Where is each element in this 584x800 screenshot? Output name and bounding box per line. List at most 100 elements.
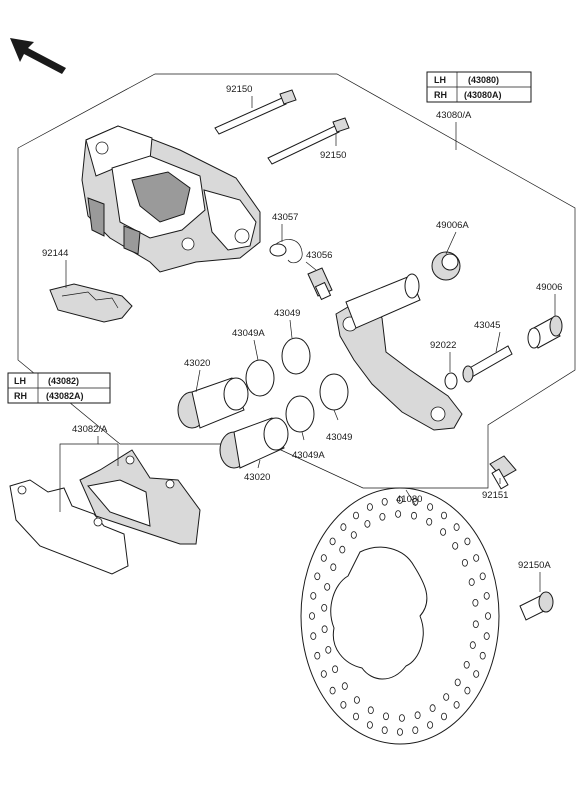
disc-vent-hole: [479, 651, 486, 660]
disc-vent-hole: [330, 563, 337, 571]
disc-vent-hole: [310, 592, 317, 600]
disc-vent-hole: [468, 578, 475, 586]
disc-vent-hole: [320, 554, 327, 562]
table-43082-part-lh: (43082): [48, 376, 79, 386]
disc-vent-hole: [398, 714, 405, 722]
disc-vent-hole: [325, 646, 332, 654]
disc-vent-hole: [364, 520, 371, 528]
disc-vent-hole: [321, 603, 328, 612]
disc-vent-hole: [464, 686, 471, 695]
disc-vent-hole: [452, 542, 459, 550]
disc-vent-hole: [321, 625, 328, 633]
callout-43057: 43057: [272, 212, 298, 223]
callout-92144: 92144: [42, 248, 68, 259]
brake-pad-43082-inner: [79, 449, 201, 545]
table-43080-side-lh: LH: [434, 75, 446, 85]
disc-vent-hole: [340, 701, 347, 709]
callout-92150-mid: 92150: [320, 150, 346, 161]
callout-43045: 43045: [474, 320, 500, 331]
callout-92022: 92022: [430, 340, 456, 351]
disc-vent-hole: [429, 704, 436, 712]
callout-43056: 43056: [306, 250, 332, 261]
disc-vent-hole: [461, 558, 468, 567]
callout-43049A-upper: 43049A: [232, 328, 265, 339]
disc-vent-hole: [379, 512, 386, 521]
dust-seal-43049A-upper: [245, 359, 275, 397]
disc-vent-hole: [329, 537, 336, 546]
disc-vent-hole: [426, 517, 433, 526]
callout-43049-upper: 43049: [274, 308, 300, 319]
side-table-43082: LH (43082) RH (43082A): [7, 372, 111, 404]
table-43082-side-lh: LH: [14, 376, 26, 386]
callout-92151: 92151: [482, 490, 508, 501]
clip-43057: [269, 239, 303, 264]
disc-vent-hole: [427, 721, 434, 729]
callout-41080: 41080: [396, 494, 422, 505]
disc-vent-hole: [483, 592, 490, 600]
bolt-92151: [489, 455, 517, 490]
disc-vent-hole: [332, 665, 339, 673]
disc-vent-hole: [381, 497, 388, 506]
table-43082-part-rh: (43082A): [46, 391, 84, 401]
disc-vent-hole: [367, 706, 374, 714]
callout-43049-lower: 43049: [326, 432, 352, 443]
disc-vent-hole: [473, 554, 480, 562]
disc-vent-hole: [395, 510, 402, 518]
callout-49006A: 49006A: [436, 220, 469, 231]
disc-vent-hole: [352, 511, 359, 520]
callout-43020-lower: 43020: [244, 472, 270, 483]
piston-seal-43049-lower: [319, 373, 349, 411]
leader-lines: [59, 96, 556, 592]
disc-vent-hole: [329, 686, 336, 695]
callout-43080: 43080/A: [436, 110, 472, 121]
disc-vent-hole: [427, 503, 434, 511]
table-43080-part-rh: (43080A): [464, 90, 502, 100]
callout-43082: 43082/A: [72, 424, 108, 435]
disc-vent-hole: [396, 496, 403, 504]
disc-vent-hole: [340, 523, 347, 531]
piston-seal-43049-upper: [281, 337, 311, 375]
washer-92022: [444, 372, 458, 390]
disc-vent-hole: [473, 670, 480, 678]
assembly-boundary-lines: [17, 73, 576, 489]
disc-vent-hole: [396, 728, 403, 736]
disc-vent-hole: [454, 678, 461, 687]
callout-43049A-lower: 43049A: [292, 450, 325, 461]
disc-vent-hole: [483, 632, 490, 640]
brake-pad-43082-outer: [9, 479, 129, 575]
side-table-43080: LH (43080) RH (43080A): [426, 71, 532, 103]
disc-vent-hole: [440, 528, 447, 536]
bracket-pin-43045: [462, 345, 513, 383]
callout-92150A: 92150A: [518, 560, 551, 571]
disc-vent-hole: [410, 511, 417, 520]
disc-vent-hole: [469, 641, 476, 649]
front-direction-arrow-icon: [10, 38, 66, 74]
disc-vent-hole: [443, 693, 450, 701]
disc-vent-hole: [320, 670, 327, 678]
disc-vent-hole: [440, 511, 447, 520]
disc-vent-hole: [472, 620, 479, 628]
disc-vent-hole: [484, 612, 491, 620]
caliper-pin-92150-lower: [267, 117, 350, 165]
disc-vent-hole: [366, 721, 373, 729]
caliper-pin-92150-upper: [214, 89, 297, 135]
caliper-body: [81, 125, 261, 273]
disc-vent-hole: [472, 598, 479, 607]
piston-43020-lower: [219, 417, 289, 469]
disc-vent-hole: [382, 712, 389, 721]
disc-vent-hole: [353, 696, 360, 704]
disc-vent-hole: [324, 583, 331, 591]
part-number-callouts: 92150 92150 43057 43056 92144 43080/A 49…: [42, 84, 562, 571]
dust-seal-43049A-lower: [285, 395, 315, 433]
callout-49006: 49006: [536, 282, 562, 293]
disc-vent-hole: [350, 531, 357, 539]
brake-disc-41080: [300, 487, 500, 745]
disc-vent-hole: [453, 701, 460, 709]
callout-92150-top: 92150: [226, 84, 252, 95]
boot-49006A: [431, 251, 461, 281]
disc-vent-hole: [341, 682, 348, 690]
bleed-valve-43056: [307, 267, 333, 301]
disc-vent-hole: [352, 712, 359, 721]
disc-vent-hole: [310, 632, 317, 640]
